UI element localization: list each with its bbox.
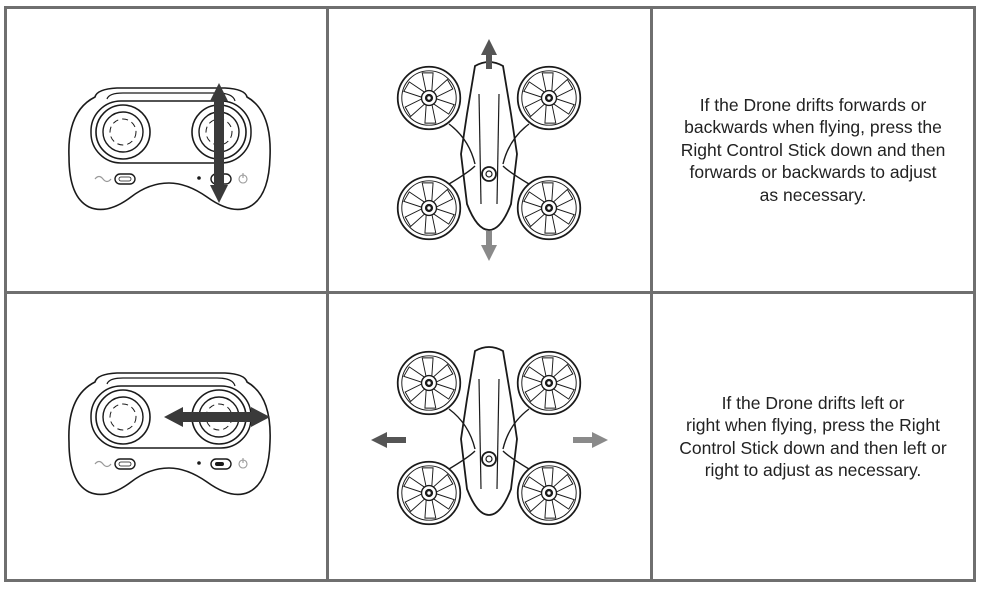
forward-arrow-icon (481, 39, 497, 69)
table-border-middle (4, 291, 976, 294)
row2-drone-cell (329, 294, 650, 579)
controller-image (68, 83, 271, 211)
controller-image (68, 372, 271, 496)
row1-drone-cell (329, 9, 650, 291)
table-border-left (4, 6, 7, 582)
right-arrow-icon (573, 432, 608, 448)
instruction-text: If the Drone drifts forwards or backward… (680, 94, 946, 205)
table-border-col1 (326, 6, 329, 582)
instruction-table: If the Drone drifts forwards or backward… (4, 6, 976, 582)
backward-arrow-icon (481, 231, 497, 261)
table-border-bottom (4, 579, 976, 582)
table-border-top (4, 6, 976, 9)
row2-text-cell: If the Drone drifts left or right when f… (653, 294, 973, 579)
table-border-col2 (650, 6, 653, 582)
drone-image (371, 294, 608, 579)
row1-text-cell: If the Drone drifts forwards or backward… (653, 9, 973, 291)
left-arrow-icon (371, 432, 406, 448)
left-right-arrow-icon (164, 407, 270, 427)
drone-image (329, 39, 650, 261)
row1-controller-cell (7, 9, 326, 291)
table-border-right (973, 6, 976, 582)
up-down-arrow-icon (210, 83, 228, 203)
row2-controller-cell (7, 294, 326, 579)
instruction-text: If the Drone drifts left or right when f… (679, 392, 947, 481)
